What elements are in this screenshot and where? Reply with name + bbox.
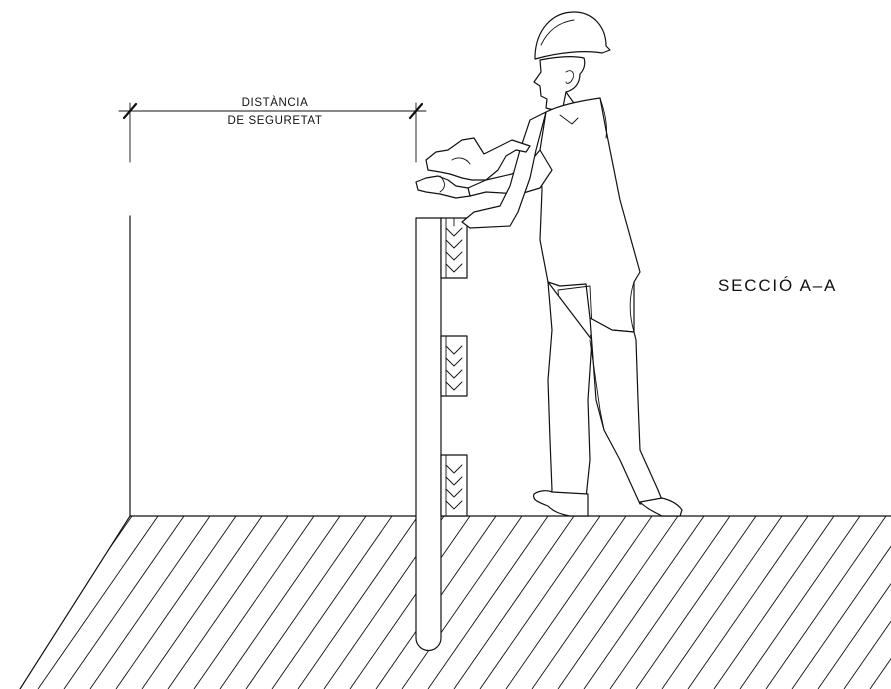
worker-boot-front xyxy=(533,490,589,517)
worker-boot-back xyxy=(639,497,683,517)
hatch-line xyxy=(115,516,237,689)
hatch-line xyxy=(193,516,315,689)
hatch-line xyxy=(635,516,757,689)
hatch-line xyxy=(245,516,367,689)
ground-hatching xyxy=(20,516,891,689)
hard-hat-icon xyxy=(534,11,611,60)
worker-leg-back xyxy=(589,317,663,505)
hatch-line xyxy=(141,516,263,689)
hatch-line xyxy=(583,516,705,689)
worker-leg-front xyxy=(547,281,593,501)
hatch-line xyxy=(843,516,891,689)
hatch-line xyxy=(505,516,627,689)
worker-hand-lower xyxy=(415,175,471,199)
hatch-line xyxy=(63,516,185,689)
hatch-line xyxy=(739,516,861,689)
dimension-tick-right xyxy=(408,102,424,120)
safety-barrier xyxy=(415,217,468,652)
hatch-line xyxy=(20,516,81,689)
hatch-line xyxy=(687,516,809,689)
hatch-line xyxy=(219,516,341,689)
hatch-line xyxy=(765,516,887,689)
worker-figure xyxy=(415,11,683,517)
hatch-line xyxy=(609,516,731,689)
barrier-plank-bottom xyxy=(440,454,468,517)
hatch-line xyxy=(791,516,891,689)
barrier-plank-top xyxy=(440,217,468,279)
hatch-line xyxy=(661,516,783,689)
hatch-line xyxy=(427,516,549,689)
hatch-line xyxy=(713,516,835,689)
hatch-line xyxy=(531,516,653,689)
barrier-plank-middle xyxy=(440,335,468,397)
hatch-line xyxy=(349,516,471,689)
dimension-label-line1: DISTÀNCIA xyxy=(242,96,309,109)
hatch-line xyxy=(479,516,601,689)
hatch-line xyxy=(20,516,107,689)
worker-hand-upper xyxy=(425,137,531,181)
hatch-line xyxy=(297,516,419,689)
hatch-line xyxy=(557,516,679,689)
safety-distance-dimension: DISTÀNCIA DE SEGURETAT xyxy=(118,96,427,163)
hatch-line xyxy=(453,516,575,689)
hatch-line xyxy=(817,516,891,689)
hatch-line xyxy=(869,516,891,689)
barrier-post xyxy=(415,217,442,652)
hatch-line xyxy=(401,516,523,689)
hatch-line xyxy=(167,516,289,689)
ground xyxy=(19,515,891,689)
hatch-line xyxy=(89,516,211,689)
excavation-slope-line xyxy=(19,515,131,689)
worker-ear xyxy=(565,70,575,84)
dimension-label-line2: DE SEGURETAT xyxy=(228,115,323,127)
dimension-tick-left xyxy=(122,102,138,120)
hatch-line xyxy=(37,516,159,689)
hatch-line xyxy=(271,516,393,689)
section-label: SECCIÓ A–A xyxy=(718,276,837,295)
